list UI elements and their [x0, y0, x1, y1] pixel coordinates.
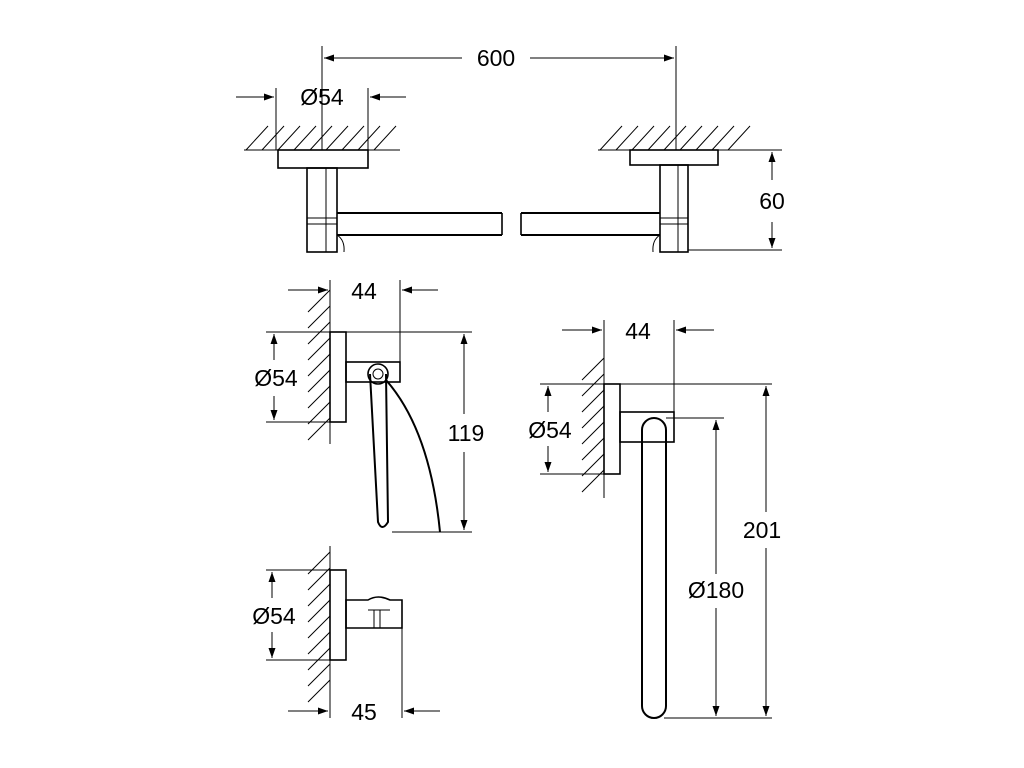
- dim-towel-ring-projection: 44: [562, 318, 714, 384]
- dim-label-d54-hook: Ø54: [252, 603, 296, 629]
- paper-holder-view: 44 Ø54 119: [254, 278, 485, 533]
- dim-paper-holder-projection: 44: [288, 278, 438, 332]
- wall-hatch-towel-ring: [581, 352, 605, 498]
- dim-label-44-paper: 44: [351, 278, 377, 304]
- dim-label-45: 45: [351, 699, 377, 725]
- dim-towel-bar-projection: 60: [688, 149, 785, 251]
- dim-towel-ring-rosette: Ø54: [528, 383, 604, 475]
- towel-bar-rod: [336, 212, 661, 253]
- wall-hatch-paper-holder: [307, 282, 331, 444]
- dim-robe-hook-projection: 45: [288, 628, 440, 725]
- towel-bar-right-mount: [629, 149, 719, 253]
- robe-hook-body: [329, 569, 403, 661]
- dim-label-d54-bar: Ø54: [300, 84, 344, 110]
- dim-label-d54-ring: Ø54: [528, 417, 572, 443]
- dim-label-d180: Ø180: [688, 577, 744, 603]
- dim-towel-bar-length: 600: [321, 45, 677, 150]
- dim-towel-ring-diameter: Ø180: [666, 417, 744, 716]
- dim-label-119: 119: [448, 420, 485, 446]
- dim-towel-bar-rosette: Ø54: [236, 84, 406, 150]
- dim-label-44-ring: 44: [625, 318, 651, 344]
- robe-hook-view: Ø54 45: [252, 546, 440, 725]
- dim-paper-holder-height: 119: [400, 331, 485, 530]
- dim-label-600: 600: [477, 45, 515, 71]
- dim-label-60: 60: [759, 188, 785, 214]
- dim-towel-ring-height: 201: [674, 383, 781, 716]
- towel-ring-body: [603, 383, 772, 719]
- dim-label-201: 201: [743, 517, 781, 543]
- towel-bar-left-mount: [277, 149, 369, 253]
- towel-ring-view: 44 Ø54 201 Ø180: [528, 318, 781, 719]
- dim-robe-hook-rosette: Ø54: [252, 569, 330, 661]
- wall-hatch-right: [598, 125, 752, 151]
- paper-holder-body: [329, 331, 472, 533]
- towel-bar-view: 600 Ø54 60: [236, 45, 785, 253]
- wall-hatch-robe-hook: [307, 546, 331, 703]
- dim-label-d54-paper: Ø54: [254, 365, 298, 391]
- dim-paper-holder-rosette: Ø54: [254, 331, 330, 423]
